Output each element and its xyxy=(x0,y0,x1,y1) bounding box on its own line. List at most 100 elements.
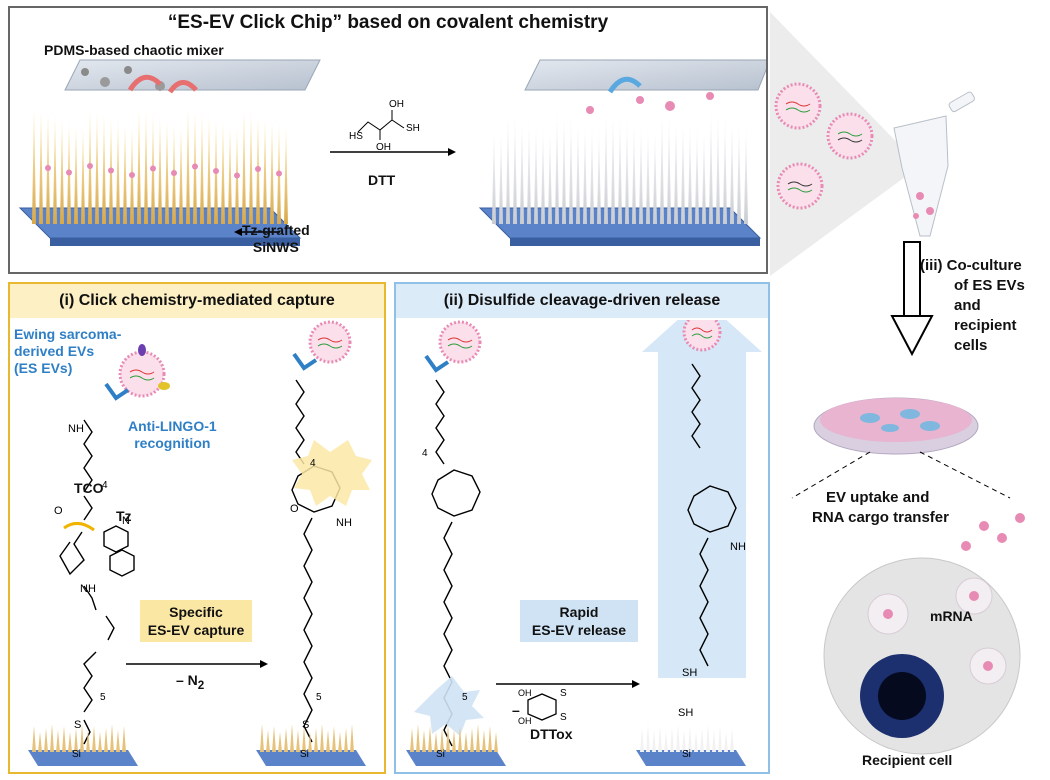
nanowire xyxy=(604,106,608,224)
nanowire xyxy=(50,724,54,752)
release-illustration: SH NH SH S S OH OH 4 5 Si Si xyxy=(406,320,762,766)
ev-label-line1: Ewing sarcoma- xyxy=(14,326,122,342)
nanowire xyxy=(646,724,650,752)
nanowire xyxy=(676,724,680,752)
ev-release-left xyxy=(424,320,482,373)
tz-sinws-line2: SiNWS xyxy=(252,239,299,255)
click-burst xyxy=(292,440,372,506)
nanowire xyxy=(263,117,267,224)
tz-sinws-label: Tz-grafted SiNWS xyxy=(242,222,310,256)
nanowire xyxy=(576,116,580,224)
amide-nh-1: NH xyxy=(80,583,96,595)
substrate xyxy=(28,750,138,766)
release-pyridazine-nh: NH xyxy=(730,541,746,553)
captured-ev-dot xyxy=(213,168,219,174)
nanowire xyxy=(706,724,710,752)
nanowire xyxy=(39,109,43,224)
nanowire xyxy=(664,732,668,752)
nanowire xyxy=(695,123,699,224)
chain-sub5-left: 5 xyxy=(100,692,106,703)
captured-ev-dot xyxy=(108,167,114,174)
peg-sub4-right: 4 xyxy=(310,458,316,469)
nanowire xyxy=(137,107,141,224)
release-step-box: Rapid ES-EV release xyxy=(520,600,638,642)
substrate xyxy=(406,750,506,766)
disulfide-s-1: S xyxy=(74,719,81,731)
nanowire xyxy=(116,730,120,752)
capture-illustration: NH O O NH S S NH N 4 4 5 5 Si Si xyxy=(28,320,372,766)
nanowire xyxy=(86,730,90,752)
disulfide-s-2: S xyxy=(302,719,309,731)
top-illustration: HS OH OH SH xyxy=(18,59,766,246)
nanowire xyxy=(660,108,664,224)
nanowire xyxy=(646,124,650,224)
top-title: “ES-EV Click Chip” based on covalent che… xyxy=(167,12,609,33)
nanowire xyxy=(482,730,486,752)
nanowire xyxy=(470,728,474,752)
nanowire xyxy=(520,114,524,224)
nanowire xyxy=(712,730,716,752)
petri-dish xyxy=(813,397,979,455)
nanowire xyxy=(670,728,674,752)
dttox-s-2: S xyxy=(560,712,567,723)
nanowire xyxy=(555,107,559,224)
nanowire xyxy=(320,724,324,752)
nanowire xyxy=(597,125,601,224)
nanowire xyxy=(179,125,183,224)
nanowire xyxy=(494,732,498,752)
dttox-s-1: S xyxy=(560,688,567,699)
nanowire xyxy=(724,732,728,752)
nanowire xyxy=(314,728,318,752)
nanowire xyxy=(682,730,686,752)
nanowire xyxy=(416,724,420,752)
captured-ev-dot xyxy=(45,165,51,171)
nanowire xyxy=(688,120,692,224)
right-linker xyxy=(291,379,341,743)
nanowire xyxy=(688,726,692,752)
side-illustration xyxy=(770,12,1025,755)
nanowire xyxy=(338,732,342,752)
nanowire xyxy=(249,111,253,224)
nanowire xyxy=(260,724,264,752)
nanowire xyxy=(730,116,734,224)
right-chip xyxy=(478,59,766,246)
nanowire xyxy=(165,119,169,224)
captured-ev-dot xyxy=(87,163,93,169)
nanowire xyxy=(700,728,704,752)
recipient-cell-label: Recipient cell xyxy=(862,752,953,768)
ev-release-right xyxy=(682,320,722,352)
nanowire xyxy=(110,724,114,752)
uptake-label: EV uptake and RNA cargo transfer xyxy=(812,488,949,528)
capture-step-box: Specific ES-EV capture xyxy=(140,600,252,642)
nanowire xyxy=(718,726,722,752)
dtt-label: DTT xyxy=(368,172,396,188)
cleavage-burst xyxy=(414,676,484,736)
nanowire xyxy=(290,724,294,752)
nanowire xyxy=(639,121,643,224)
ev-label: Ewing sarcoma- derived EVs (ES EVs) xyxy=(14,326,121,377)
nanowire xyxy=(44,728,48,752)
nanowire xyxy=(60,118,64,224)
nanowire xyxy=(737,119,741,224)
nanowire xyxy=(332,726,336,752)
nanowire xyxy=(674,114,678,224)
tz-n: N xyxy=(122,515,130,527)
nanowire xyxy=(308,732,312,752)
recipient-cell xyxy=(823,557,1021,755)
thiol-sh: SH xyxy=(678,707,693,719)
nanowire xyxy=(694,732,698,752)
nanowire xyxy=(221,121,225,224)
nanowire xyxy=(144,110,148,224)
dtt-oh-atom-2: OH xyxy=(376,142,391,153)
tube-icon xyxy=(893,91,975,237)
nanowire xyxy=(452,730,456,752)
nanowire xyxy=(618,112,622,224)
nanowire xyxy=(266,730,270,752)
nanowire xyxy=(278,732,282,752)
tz-label: Tz xyxy=(116,508,132,524)
nanowire xyxy=(548,126,552,224)
nanowire xyxy=(422,730,426,752)
amide-nh-2: NH xyxy=(68,423,84,435)
nanowire xyxy=(541,123,545,224)
nanowire xyxy=(123,123,127,224)
